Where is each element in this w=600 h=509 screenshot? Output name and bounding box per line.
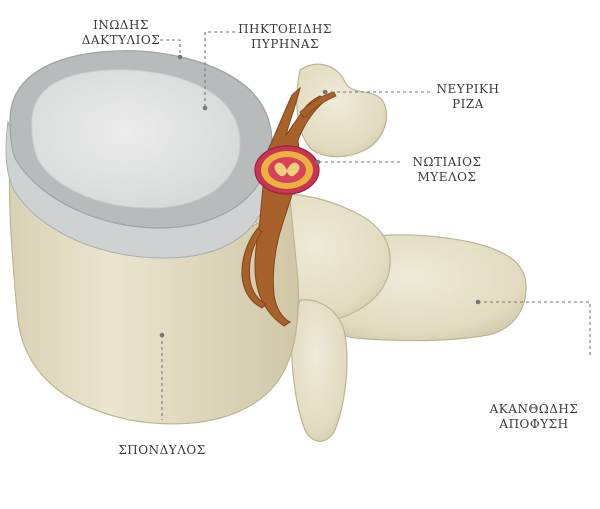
label-nerve-root-line1: ΝΕΥΡΙΚΗ	[436, 82, 500, 96]
label-nerve-root-line2: ΡΙΖΑ	[452, 97, 484, 111]
leader-dots	[159, 54, 481, 338]
label-spinal-cord: ΝΩΤΙΑΙΟΣ ΜΥΕΛΟΣ	[392, 155, 502, 185]
leader-spinous-process	[478, 301, 591, 355]
label-spinal-cord-line1: ΝΩΤΙΑΙΟΣ	[412, 155, 482, 169]
label-nucleus-pulposus: ΠΗΚΤΟΕΙΔΗΣ ΠΥΡΗΝΑΣ	[225, 22, 345, 52]
label-nerve-root: ΝΕΥΡΙΚΗ ΡΙΖΑ	[418, 82, 518, 112]
leader-annulus	[160, 39, 181, 55]
inferior-process-shape	[290, 299, 348, 442]
label-spinal-cord-line2: ΜΥΕΛΟΣ	[417, 170, 477, 184]
label-vertebra-line1: ΣΠΟΝΔΥΛΟΣ	[118, 443, 206, 457]
leader-nucleus	[204, 31, 235, 108]
label-annulus-fibrosus: ΙΝΩΔΗΣ ΔΑΚΤΥΛΙΟΣ	[66, 18, 176, 48]
leader-lines	[160, 31, 591, 420]
label-annulus-line2: ΔΑΚΤΥΛΙΟΣ	[81, 33, 161, 47]
nerve-twig-shape	[299, 91, 337, 119]
upper-process-shape	[296, 63, 388, 158]
nucleus-shape	[31, 69, 241, 209]
label-spinous-line2: ΑΠΟΦΥΣΗ	[499, 417, 569, 431]
spinal-cord-grey-matter	[274, 162, 300, 177]
nerve-branch-shape	[241, 227, 267, 309]
label-nucleus-line1: ΠΗΚΤΟΕΙΔΗΣ	[238, 22, 332, 36]
label-vertebra: ΣΠΟΝΔΥΛΟΣ	[100, 443, 224, 458]
label-annulus-line1: ΙΝΩΔΗΣ	[93, 18, 149, 32]
nerve-root-shape	[254, 86, 327, 327]
label-spinous-process: ΑΚΑΝΘΩΔΗΣ ΑΠΟΦΥΣΗ	[476, 402, 592, 432]
label-spinous-line1: ΑΚΑΝΘΩΔΗΣ	[489, 402, 579, 416]
label-nucleus-line2: ΠΥΡΗΝΑΣ	[250, 37, 320, 51]
